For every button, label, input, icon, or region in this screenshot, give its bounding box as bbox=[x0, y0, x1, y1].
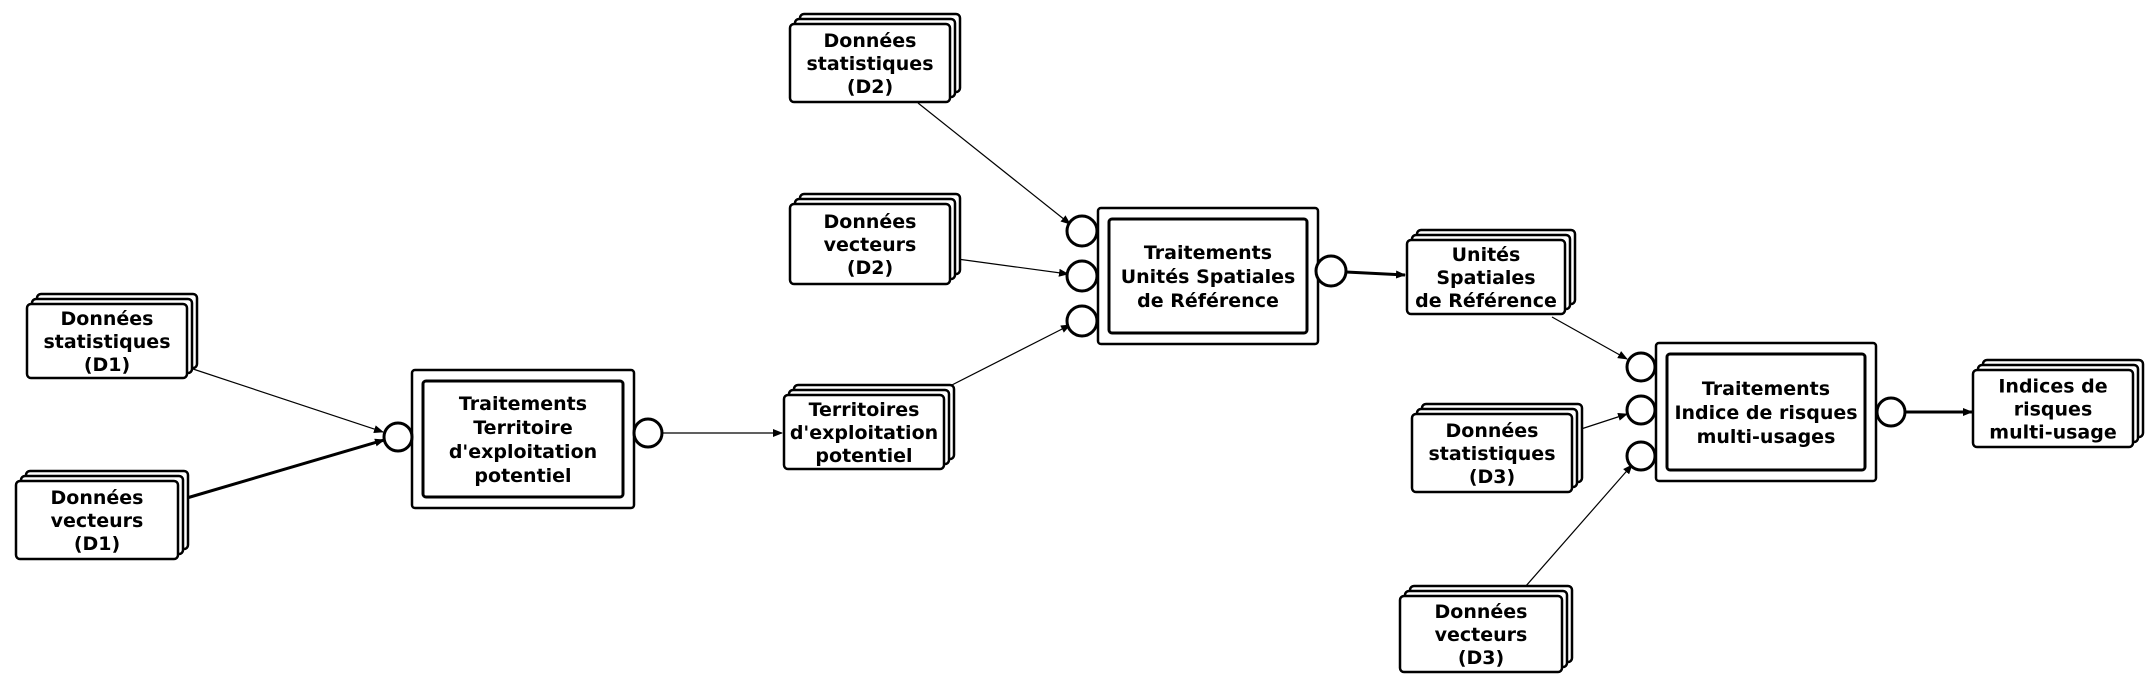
data-source-label-line: Données bbox=[824, 30, 917, 52]
process-label-line: multi-usages bbox=[1697, 426, 1836, 448]
data-source-label-line: Spatiales bbox=[1436, 267, 1535, 289]
data-source-label-line: (D3) bbox=[1458, 647, 1504, 669]
process-label-line: Traitements bbox=[1702, 378, 1830, 400]
edge-d2-stats-to-proc-usr bbox=[917, 102, 1071, 225]
edge-d2-vect-to-proc-usr bbox=[949, 257, 1069, 277]
process-inner-border bbox=[1107, 217, 1309, 335]
data-source-label-line: (D2) bbox=[847, 257, 893, 279]
data-source-label-line: Indices de bbox=[1998, 376, 2107, 398]
edge-d1-vect-to-proc-territoire bbox=[179, 438, 385, 502]
output-port-proc-territoire bbox=[632, 417, 664, 449]
data-source-label-line: statistiques bbox=[43, 331, 170, 353]
input-port-proc-indice-2 bbox=[1625, 394, 1657, 426]
process-label-line: Territoire bbox=[473, 417, 572, 439]
data-sources: Donnéesstatistiques(D1)Donnéesvecteurs(D… bbox=[14, 12, 2145, 674]
process-label-line: Indice de risques bbox=[1674, 402, 1857, 424]
output-port-proc-usr bbox=[1314, 254, 1348, 288]
process-label-line: de Référence bbox=[1137, 290, 1279, 312]
input-port-proc-indice-1 bbox=[1625, 351, 1657, 383]
data-source-label-line: vecteurs bbox=[51, 510, 144, 532]
data-source-card bbox=[1410, 412, 1574, 494]
edge-d1-stats-to-proc-territoire bbox=[189, 367, 384, 433]
data-source-label-line: (D1) bbox=[74, 533, 120, 555]
data-source-label-line: (D1) bbox=[84, 354, 130, 376]
data-source-label-line: Unités bbox=[1452, 244, 1521, 266]
input-port-proc-territoire bbox=[382, 421, 414, 453]
processes: TraitementsTerritoired'exploitationpoten… bbox=[410, 206, 1878, 510]
edge-unites-to-proc-indice bbox=[1551, 316, 1628, 360]
data-source-card bbox=[1405, 238, 1567, 316]
data-source-label-line: statistiques bbox=[806, 53, 933, 75]
process-label-line: Traitements bbox=[459, 393, 587, 415]
data-source-label-line: Données bbox=[824, 211, 917, 233]
data-source-card bbox=[1398, 594, 1564, 674]
process-proc-territoire: TraitementsTerritoired'exploitationpoten… bbox=[410, 368, 636, 510]
data-source-card bbox=[1971, 368, 2135, 449]
edge-d3-stats-to-proc-indice bbox=[1577, 412, 1628, 431]
data-source-label-line: Territoires bbox=[809, 399, 920, 421]
input-port-proc-usr-3 bbox=[1065, 304, 1099, 338]
process-label-line: d'exploitation bbox=[449, 441, 597, 463]
edge-proc-usr-to-unites bbox=[1345, 270, 1406, 279]
data-source-card bbox=[14, 479, 180, 561]
process-label-line: Unités Spatiales bbox=[1121, 266, 1296, 288]
edge-territoires-to-proc-usr bbox=[945, 324, 1071, 389]
data-source-card bbox=[788, 202, 952, 286]
data-source-label-line: Données bbox=[1435, 601, 1528, 623]
data-source-label-line: Données bbox=[51, 487, 144, 509]
connectors bbox=[179, 102, 1973, 596]
input-port-proc-usr-1 bbox=[1065, 214, 1099, 248]
input-port-proc-usr-2 bbox=[1065, 259, 1099, 293]
input-port-proc-indice-3 bbox=[1625, 440, 1657, 472]
data-source-card bbox=[25, 302, 189, 380]
data-source-label-line: vecteurs bbox=[824, 234, 917, 256]
data-source-label-line: statistiques bbox=[1428, 443, 1555, 465]
process-inner-border bbox=[421, 379, 625, 499]
data-source-label-line: vecteurs bbox=[1435, 624, 1528, 646]
data-source-label-line: potentiel bbox=[815, 445, 912, 467]
data-source-label-line: (D2) bbox=[847, 76, 893, 98]
data-source-label-line: Données bbox=[1446, 420, 1539, 442]
data-source-label-line: de Référence bbox=[1415, 290, 1557, 312]
process-label-line: Traitements bbox=[1144, 242, 1272, 264]
edge-d3-vect-to-proc-indice bbox=[1517, 464, 1633, 596]
data-source-label-line: d'exploitation bbox=[790, 422, 938, 444]
data-source-card bbox=[788, 22, 952, 104]
process-label-line: potentiel bbox=[474, 465, 571, 487]
output-port-proc-indice bbox=[1875, 396, 1907, 428]
data-source-label-line: Données bbox=[61, 308, 154, 330]
ports bbox=[382, 214, 1907, 472]
data-source-label-line: multi-usage bbox=[1989, 422, 2116, 444]
data-source-label-line: (D3) bbox=[1469, 466, 1515, 488]
data-source-card bbox=[782, 393, 946, 471]
data-source-label-line: risques bbox=[2014, 399, 2093, 421]
process-inner-border bbox=[1665, 352, 1867, 472]
